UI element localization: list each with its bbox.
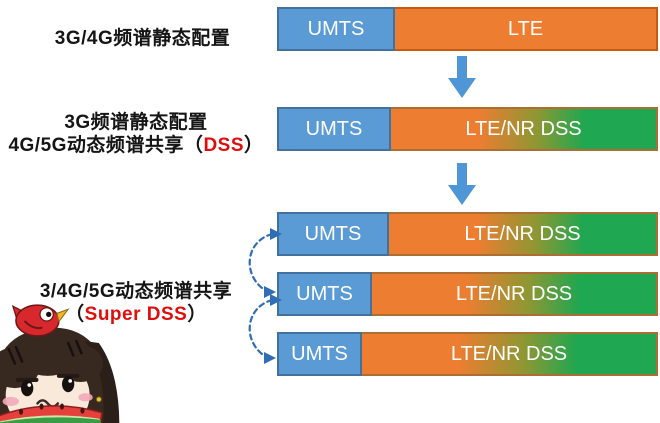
lte-nr-dss-segment: LTE/NR DSS bbox=[389, 212, 658, 256]
spectrum-bar-4: UMTS LTE/NR DSS bbox=[277, 272, 658, 316]
lte-nr-dss-label: LTE/NR DSS bbox=[465, 117, 582, 140]
swap-arrows-icon bbox=[248, 228, 282, 364]
label-dss: 3G频谱静态配置 4G/5G动态频谱共享（DSS） bbox=[0, 111, 272, 157]
umts-label: UMTS bbox=[305, 117, 363, 140]
umts-segment: UMTS bbox=[277, 107, 391, 151]
watermelon-icon bbox=[0, 403, 103, 423]
dss-red-text: DSS bbox=[203, 135, 245, 156]
label-super-dss-line1: 3/4G/5G动态频谱共享 bbox=[39, 281, 233, 302]
lte-nr-dss-segment: LTE/NR DSS bbox=[362, 332, 658, 376]
down-arrow-icon bbox=[448, 163, 476, 205]
spectrum-bar-3: UMTS LTE/NR DSS bbox=[277, 212, 658, 256]
label-super-dss: 3/4G/5G动态频谱共享 （Super DSS） bbox=[5, 280, 267, 326]
spectrum-bar-2: UMTS LTE/NR DSS bbox=[277, 107, 658, 151]
label-static-3g4g: 3G/4G频谱静态配置 bbox=[20, 27, 265, 50]
umts-segment: UMTS bbox=[277, 7, 395, 51]
lte-nr-dss-segment: LTE/NR DSS bbox=[372, 272, 658, 316]
lte-segment: LTE bbox=[395, 7, 658, 51]
umts-label: UMTS bbox=[304, 222, 362, 245]
super-dss-red-text: Super DSS bbox=[84, 304, 188, 325]
lte-nr-dss-label: LTE/NR DSS bbox=[455, 282, 573, 305]
umts-label: UMTS bbox=[307, 17, 365, 40]
lte-label: LTE bbox=[507, 17, 544, 40]
lte-nr-dss-segment: LTE/NR DSS bbox=[391, 107, 658, 151]
mascot-illustration bbox=[0, 304, 120, 423]
label-super-dss-line2: （Super DSS） bbox=[65, 304, 207, 325]
label-dss-line2: 4G/5G动态频谱共享（DSS） bbox=[8, 135, 264, 156]
umts-segment: UMTS bbox=[277, 272, 372, 316]
label-static-3g4g-text: 3G/4G频谱静态配置 bbox=[54, 28, 231, 49]
mascot-eyes bbox=[15, 373, 80, 397]
bird-icon bbox=[11, 304, 70, 337]
label-dss-line1: 3G频谱静态配置 bbox=[64, 112, 208, 133]
umts-segment: UMTS bbox=[277, 332, 362, 376]
spectrum-bar-5: UMTS LTE/NR DSS bbox=[277, 332, 658, 376]
down-arrow-icon bbox=[448, 56, 476, 98]
lte-nr-dss-label: LTE/NR DSS bbox=[464, 222, 581, 245]
umts-segment: UMTS bbox=[277, 212, 389, 256]
umts-label: UMTS bbox=[296, 282, 353, 305]
umts-label: UMTS bbox=[291, 342, 348, 365]
lte-nr-dss-label: LTE/NR DSS bbox=[450, 342, 568, 365]
spectrum-bar-1: UMTS LTE bbox=[277, 7, 658, 51]
